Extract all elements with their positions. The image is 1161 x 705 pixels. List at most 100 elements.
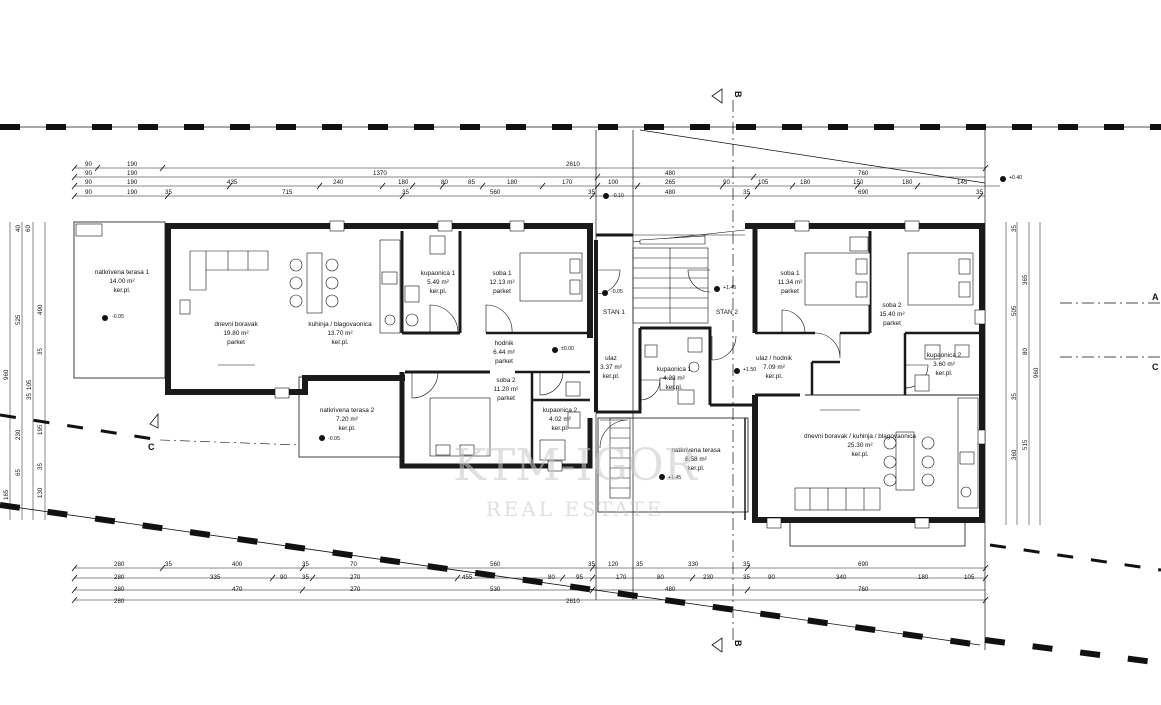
svg-text:2610: 2610 [566,598,580,605]
svg-text:parket: parket [781,288,799,295]
svg-text:12.13 m²: 12.13 m² [489,279,514,286]
svg-text:100: 100 [608,179,619,186]
svg-text:190: 190 [127,179,138,186]
svg-text:kupaonica 2: kupaonica 2 [927,352,962,359]
svg-text:+1.45: +1.45 [668,475,681,481]
svg-text:13.70 m²: 13.70 m² [327,330,352,337]
svg-text:180: 180 [918,574,929,581]
svg-text:7.20 m²: 7.20 m² [336,416,358,423]
svg-text:ker.pl.: ker.pl. [851,451,868,458]
section-marker-a-right: A [1060,292,1161,304]
svg-text:105: 105 [964,574,975,581]
svg-text:470: 470 [232,586,243,593]
svg-text:280: 280 [114,598,125,605]
svg-text:230: 230 [15,429,22,440]
svg-text:C: C [1152,362,1159,372]
svg-text:kupaonica 2: kupaonica 2 [543,407,578,414]
furniture-unit1 [189,235,583,461]
level-markers: -0.05 ±0.00 -0.05 +1.45 +0.40 -0.10 -0.0… [102,175,1022,481]
svg-text:240: 240 [333,179,344,186]
svg-text:6.44 m²: 6.44 m² [493,349,515,356]
svg-text:180: 180 [800,179,811,186]
svg-text:REAL ESTATE: REAL ESTATE [486,497,665,521]
svg-text:280: 280 [114,574,125,581]
room-label-kupaonica2b: kupaonica 2 3.60 m² ker.pl. [927,352,962,377]
svg-text:60: 60 [25,225,32,232]
svg-text:A: A [1152,292,1159,302]
level-marker-stan1: -0.05 [602,289,623,296]
room-label-soba1b: soba 1 11.34 m² parket [778,270,803,295]
svg-text:11.34 m²: 11.34 m² [778,279,803,286]
level-marker-terasa2: -0.05 [319,435,340,442]
svg-text:80: 80 [1022,348,1029,355]
svg-text:35: 35 [636,561,643,568]
svg-text:±0.00: ±0.00 [561,346,574,352]
svg-text:90: 90 [85,179,92,186]
level-marker-hodnik: ±0.00 [552,346,574,353]
door-swings [411,269,929,449]
svg-text:soba 2: soba 2 [496,377,516,384]
room-label-soba2b: soba 2 15.40 m² parket [879,302,904,327]
svg-text:190: 190 [127,161,138,168]
svg-text:+0.40: +0.40 [1009,175,1022,181]
svg-text:natkrivena terasa 1: natkrivena terasa 1 [95,269,150,276]
svg-text:35: 35 [976,189,983,196]
svg-text:330: 330 [688,561,699,568]
level-marker-ulaz2: +1.50 [734,367,756,374]
section-marker-c-left: C [148,412,159,452]
svg-text:35: 35 [402,189,409,196]
svg-text:960: 960 [1033,367,1040,378]
level-marker-top-mid: -0.10 [603,193,624,199]
svg-text:35: 35 [743,561,750,568]
svg-text:ker.pl.: ker.pl. [331,339,348,346]
svg-text:190: 190 [127,170,138,177]
svg-text:365: 365 [1022,274,1029,285]
svg-text:480: 480 [665,189,676,196]
svg-text:145: 145 [957,179,968,186]
svg-text:70: 70 [350,561,357,568]
svg-text:ker.pl.: ker.pl. [765,373,782,380]
dimension-lines [9,167,1041,601]
svg-text:690: 690 [858,561,869,568]
svg-text:35: 35 [302,561,309,568]
room-label-terasa-mid: natkrivena terasa 8.58 m² ker.pl. [671,447,720,472]
room-label-boravak1: dnevni boravak 19.80 m² parket [214,321,258,346]
svg-text:490: 490 [37,304,44,315]
svg-text:KTM-IGOR: KTM-IGOR [453,440,699,491]
svg-text:560: 560 [490,189,501,196]
svg-text:35: 35 [743,189,750,196]
window-marks [179,220,986,529]
furniture-unit2 [644,236,979,511]
svg-text:530: 530 [490,586,501,593]
svg-text:95: 95 [576,574,583,581]
room-label-kupaonica1b: kupaonica 1 4.23 m² ker.pl. [657,366,692,391]
stair-labels: STAN 1 STAN 2 [603,309,738,316]
svg-text:505: 505 [1011,305,1018,316]
bottom-boundary-line [0,413,1161,666]
svg-text:150: 150 [853,179,864,186]
svg-text:kupaonica 1: kupaonica 1 [657,366,692,373]
svg-text:360: 360 [1011,449,1018,460]
svg-text:80: 80 [548,574,555,581]
svg-text:parket: parket [883,320,901,327]
section-marker-c-right: C [1060,356,1161,372]
svg-text:ker.pl.: ker.pl. [935,370,952,377]
svg-text:5.49 m²: 5.49 m² [427,279,449,286]
svg-text:3.60 m²: 3.60 m² [933,361,955,368]
svg-text:ker.pl.: ker.pl. [113,287,130,294]
svg-text:-0.05: -0.05 [112,314,124,320]
svg-text:11.20 m²: 11.20 m² [494,386,519,393]
svg-text:230: 230 [703,574,714,581]
svg-text:180: 180 [902,179,913,186]
section-marker-b-bottom: B [711,637,743,653]
level-marker-terasa1: -0.05 [102,314,124,321]
svg-text:120: 120 [608,561,619,568]
svg-text:ker.pl.: ker.pl. [665,384,682,391]
svg-text:-0.05: -0.05 [611,289,623,295]
svg-text:ulaz / hodnik: ulaz / hodnik [756,355,793,362]
svg-text:2610: 2610 [566,161,580,168]
svg-text:ulaz: ulaz [605,355,617,362]
svg-text:90: 90 [85,161,92,168]
room-label-boravak2: dnevni boravak / kuhinja / blagovaonica … [804,433,916,458]
svg-text:soba 1: soba 1 [492,270,512,277]
